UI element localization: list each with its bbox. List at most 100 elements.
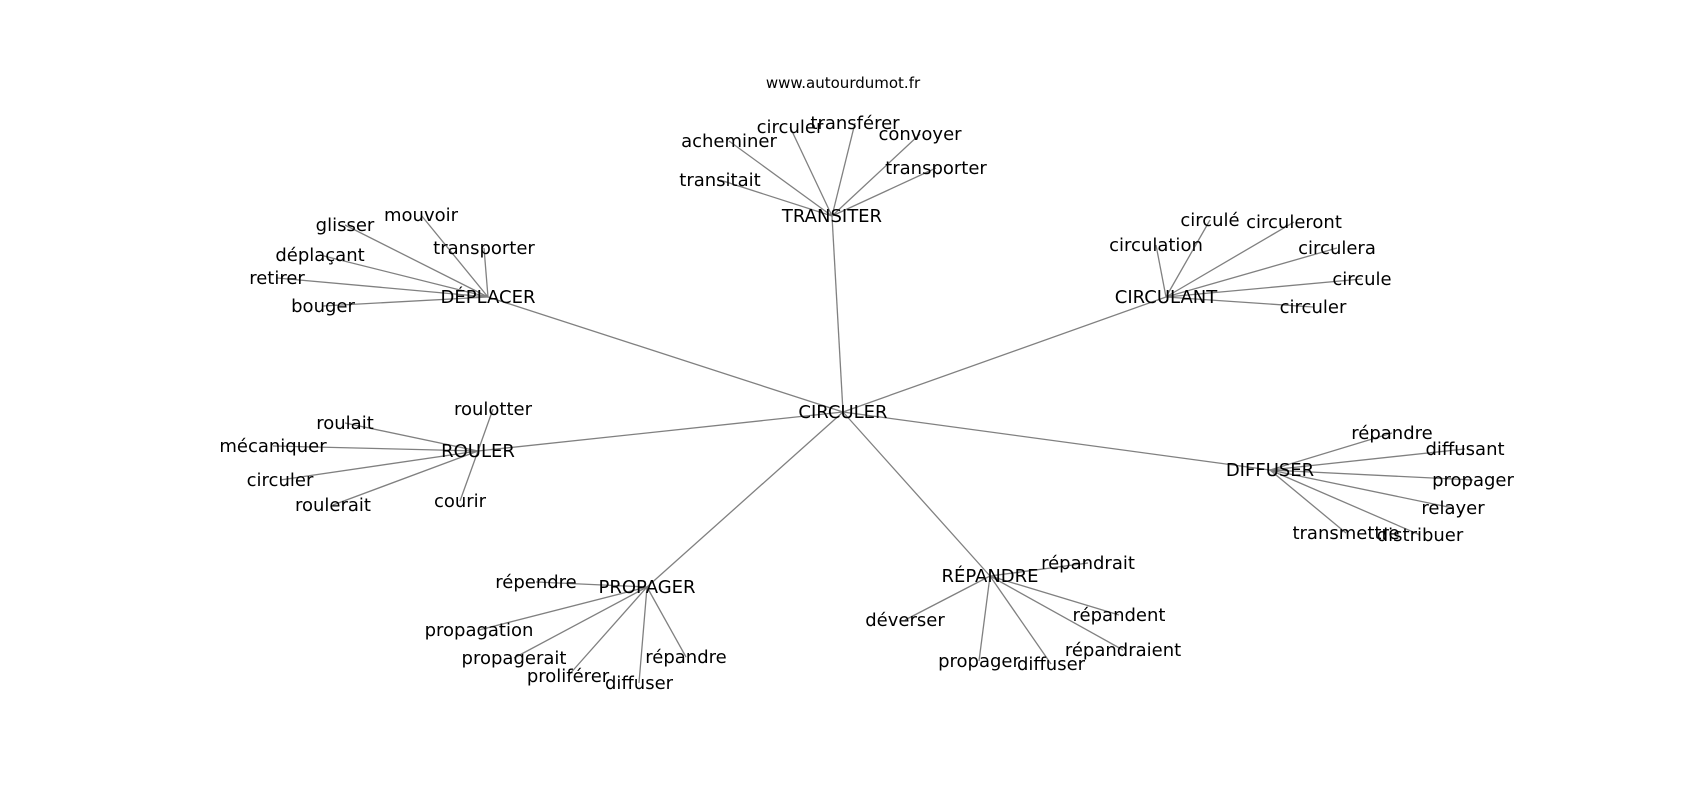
leaf-node: mécaniquer — [219, 436, 327, 457]
leaf-edge — [1165, 278, 1363, 298]
leaf-node: transporter — [433, 238, 535, 259]
leaf-node: transmettre — [1292, 523, 1399, 544]
leaf-edge — [989, 575, 1120, 616]
leaf-edge — [1155, 244, 1167, 298]
leaf-edge — [319, 254, 489, 298]
leaf-edge — [1269, 448, 1466, 471]
leaf-edge — [1165, 219, 1211, 298]
leaf-edge — [459, 450, 479, 502]
hub-node: CIRCULANT — [1115, 287, 1218, 308]
leaf-edge — [978, 575, 991, 662]
leaf-node: roulerait — [295, 495, 371, 516]
leaf-edge — [567, 586, 648, 677]
center-edge — [842, 411, 1271, 471]
leaf-node: relayer — [1421, 498, 1485, 519]
leaf-node: roulotter — [454, 399, 533, 420]
center-edge — [842, 296, 1167, 413]
source-label: www.autourdumot.fr — [766, 74, 921, 92]
leaf-node: propager — [938, 651, 1020, 672]
hub-node: PROPAGER — [598, 577, 695, 598]
leaf-node: circuler — [757, 117, 824, 138]
center-edge — [477, 411, 844, 452]
hub-node: TRANSITER — [781, 206, 882, 227]
center-edge — [831, 215, 844, 413]
leaf-edge — [477, 408, 494, 452]
leaf-edge — [483, 247, 489, 298]
leaf-edge — [1269, 469, 1474, 481]
leaf-node: diffusant — [1425, 439, 1504, 460]
leaf-edge — [831, 167, 937, 217]
leaf-node: diffuser — [1017, 654, 1086, 675]
leaf-node: mouvoir — [384, 205, 459, 226]
leaf-edge — [1269, 469, 1347, 534]
hub-node: RÉPANDRE — [941, 565, 1038, 587]
leaf-node: déverser — [865, 610, 945, 631]
leaf-edge — [1269, 432, 1393, 471]
leaf-node: glisser — [316, 215, 375, 236]
leaf-node: circuler — [247, 470, 314, 491]
leaf-node: répandrait — [1041, 553, 1135, 574]
leaf-node: roulait — [316, 413, 374, 434]
leaf-edge — [1269, 469, 1454, 509]
leaf-edge — [789, 126, 833, 217]
leaf-node: répandre — [1351, 423, 1432, 444]
leaf-node: transférer — [810, 113, 900, 134]
leaf-node: transporter — [885, 158, 987, 179]
leaf-edge — [1165, 221, 1295, 298]
leaf-edge — [989, 562, 1089, 577]
center-edge — [646, 411, 844, 588]
leaf-node: répendre — [495, 572, 577, 593]
hub-node: DÉPLACER — [441, 286, 536, 308]
leaf-node: acheminer — [681, 131, 777, 152]
hub-node: DIFFUSER — [1226, 460, 1314, 481]
leaf-node: circulé — [1180, 210, 1239, 231]
leaf-edge — [344, 422, 479, 452]
leaf-edge — [478, 586, 648, 631]
leaf-node: proliférer — [527, 666, 610, 687]
leaf-node: diffuser — [605, 673, 674, 694]
leaf-edge — [279, 450, 479, 481]
hub-node: ROULER — [441, 441, 515, 462]
leaf-node: répandraient — [1065, 640, 1181, 661]
center-edge — [842, 411, 991, 577]
center-edge — [487, 296, 844, 413]
leaf-node: bouger — [291, 296, 355, 317]
leaf-edge — [276, 277, 489, 298]
leaf-node: circulera — [1298, 238, 1376, 259]
leaf-edge — [638, 586, 648, 684]
leaf-edge — [989, 575, 1052, 665]
leaf-edge — [989, 575, 1124, 651]
leaf-edge — [719, 179, 833, 217]
leaf-edge — [344, 224, 489, 298]
leaf-edge — [535, 581, 648, 588]
leaf-edge — [420, 214, 489, 298]
leaf-node: convoyer — [878, 124, 962, 145]
center-node: CIRCULER — [798, 402, 887, 423]
leaf-node: circulation — [1109, 235, 1203, 256]
leaf-edge — [1269, 469, 1421, 536]
leaf-node: propagerait — [462, 648, 567, 669]
leaf-node: distribuer — [1377, 525, 1464, 546]
leaf-node: répandent — [1073, 605, 1166, 626]
labels-layer: www.autourdumot.fr CIRCULER TRANSITER ache… — [219, 74, 1514, 694]
leaf-edge — [904, 575, 991, 621]
leaf-edge — [831, 133, 921, 217]
leaf-edge — [322, 296, 489, 307]
leaf-edge — [831, 122, 856, 217]
leaf-edge — [1165, 296, 1314, 308]
leaf-node: circule — [1332, 269, 1391, 290]
leaf-node: transitait — [679, 170, 760, 191]
edges-layer — [272, 122, 1474, 684]
leaf-node: répandre — [645, 647, 726, 668]
leaf-node: circuleront — [1246, 212, 1342, 233]
leaf-edge — [332, 450, 479, 506]
leaf-node: circuler — [1280, 297, 1347, 318]
leaf-node: courir — [434, 491, 487, 512]
leaf-edge — [1165, 247, 1338, 298]
leaf-node: propager — [1432, 470, 1514, 491]
leaf-node: déplaçant — [275, 245, 364, 266]
leaf-edge — [513, 586, 648, 659]
leaf-node: propagation — [425, 620, 534, 641]
leaf-edge — [728, 140, 833, 217]
